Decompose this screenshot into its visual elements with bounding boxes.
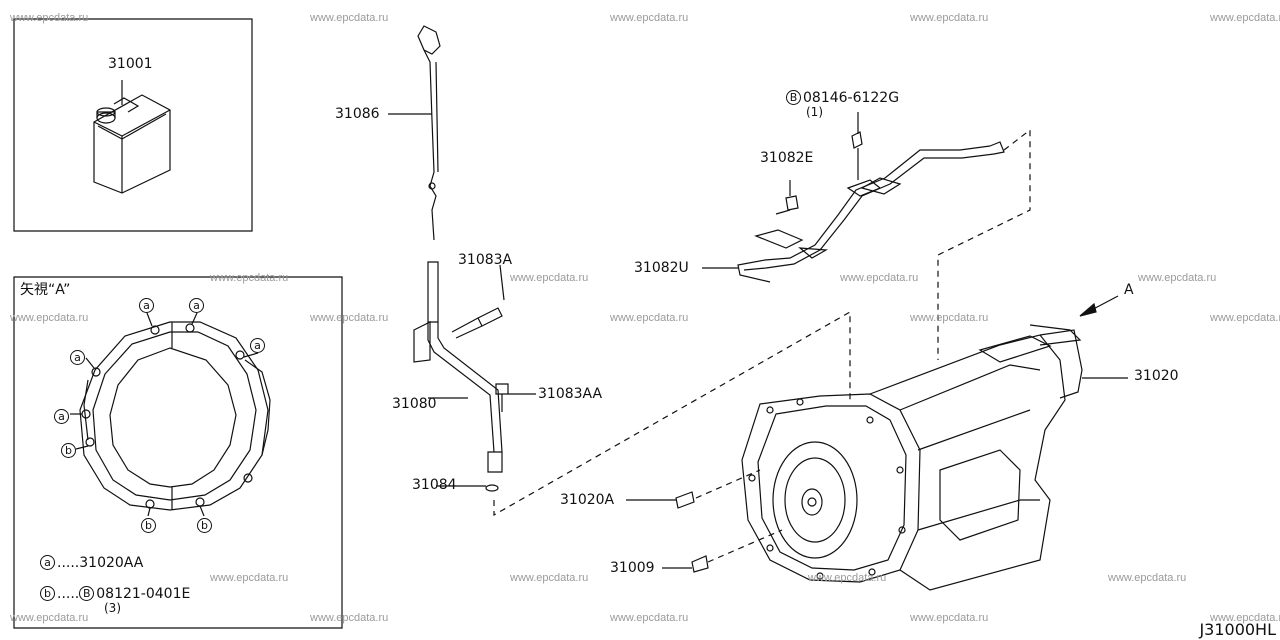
label-31083aa[interactable]: 31083AA bbox=[538, 386, 603, 402]
watermark: www.epcdata.ru bbox=[910, 612, 989, 624]
label-31083a[interactable]: 31083A bbox=[458, 252, 513, 268]
watermark: www.epcdata.ru bbox=[310, 612, 389, 624]
watermark: www.epcdata.ru bbox=[210, 572, 289, 584]
bolts-drawing bbox=[452, 265, 536, 412]
view-a-title: 矢視“A” bbox=[20, 282, 71, 298]
view-arrow-label: A bbox=[1124, 282, 1134, 298]
watermark: www.epcdata.ru bbox=[1210, 312, 1280, 324]
watermark: www.epcdata.ru bbox=[1108, 572, 1187, 584]
label-31020a[interactable]: 31020A bbox=[560, 492, 615, 508]
watermark: www.epcdata.ru bbox=[10, 312, 89, 324]
filler-tube-drawing bbox=[414, 262, 502, 491]
watermark: www.epcdata.ru bbox=[910, 12, 989, 24]
watermark: www.epcdata.ru bbox=[610, 12, 689, 24]
diagram-code: J31000HL bbox=[1199, 620, 1276, 639]
legend-b-qty: (3) bbox=[104, 601, 121, 615]
label-31001[interactable]: 31001 bbox=[108, 56, 153, 72]
watermark: www.epcdata.ru bbox=[610, 312, 689, 324]
watermark: www.epcdata.ru bbox=[840, 272, 919, 284]
label-31084[interactable]: 31084 bbox=[412, 477, 457, 493]
callout-b: b bbox=[141, 518, 158, 534]
label-31020[interactable]: 31020 bbox=[1134, 368, 1179, 384]
watermark: www.epcdata.ru bbox=[610, 612, 689, 624]
callout-b: b bbox=[61, 443, 78, 459]
label-31080[interactable]: 31080 bbox=[392, 396, 437, 412]
watermark: www.epcdata.ru bbox=[210, 272, 289, 284]
label-08146-qty: (1) bbox=[806, 105, 823, 119]
legend-part-31020aa[interactable]: 31020AA bbox=[79, 555, 144, 571]
callout-a: a bbox=[189, 298, 206, 314]
cooler-tube-drawing bbox=[702, 112, 1004, 282]
label-31086[interactable]: 31086 bbox=[335, 106, 380, 122]
oil-can-frame bbox=[14, 19, 252, 231]
watermark: www.epcdata.ru bbox=[1210, 612, 1280, 624]
watermark: www.epcdata.ru bbox=[808, 572, 887, 584]
oil-can-drawing bbox=[94, 80, 170, 193]
watermark: www.epcdata.ru bbox=[510, 272, 589, 284]
label-31082u[interactable]: 31082U bbox=[634, 260, 689, 276]
view-a-frame bbox=[14, 277, 342, 628]
watermark: www.epcdata.ru bbox=[1138, 272, 1217, 284]
label-31009[interactable]: 31009 bbox=[610, 560, 655, 576]
watermark: www.epcdata.ru bbox=[1210, 12, 1280, 24]
legend-row-a: a.....31020AA bbox=[40, 555, 143, 571]
label-08146-text: 08146-6122G bbox=[803, 90, 900, 106]
watermark: www.epcdata.ru bbox=[910, 312, 989, 324]
callout-a: a bbox=[70, 350, 87, 366]
view-arrow-drawing bbox=[1080, 296, 1118, 316]
bolt-mark-b: B bbox=[786, 90, 801, 105]
callout-b: b bbox=[197, 518, 214, 534]
legend-part-08121-0401e[interactable]: 08121-0401E bbox=[96, 586, 191, 602]
watermark: www.epcdata.ru bbox=[10, 612, 89, 624]
transmission-drawing bbox=[626, 325, 1128, 590]
watermark: www.epcdata.ru bbox=[310, 312, 389, 324]
housing-face-drawing bbox=[70, 313, 270, 516]
callout-a: a bbox=[139, 298, 156, 314]
watermark: www.epcdata.ru bbox=[310, 12, 389, 24]
watermark: www.epcdata.ru bbox=[10, 12, 89, 24]
dipstick-drawing bbox=[388, 26, 440, 240]
callout-a: a bbox=[250, 338, 267, 354]
watermark: www.epcdata.ru bbox=[510, 572, 589, 584]
dashed-leaders bbox=[494, 130, 1030, 562]
callout-a: a bbox=[54, 409, 71, 425]
label-31082e[interactable]: 31082E bbox=[760, 150, 814, 166]
